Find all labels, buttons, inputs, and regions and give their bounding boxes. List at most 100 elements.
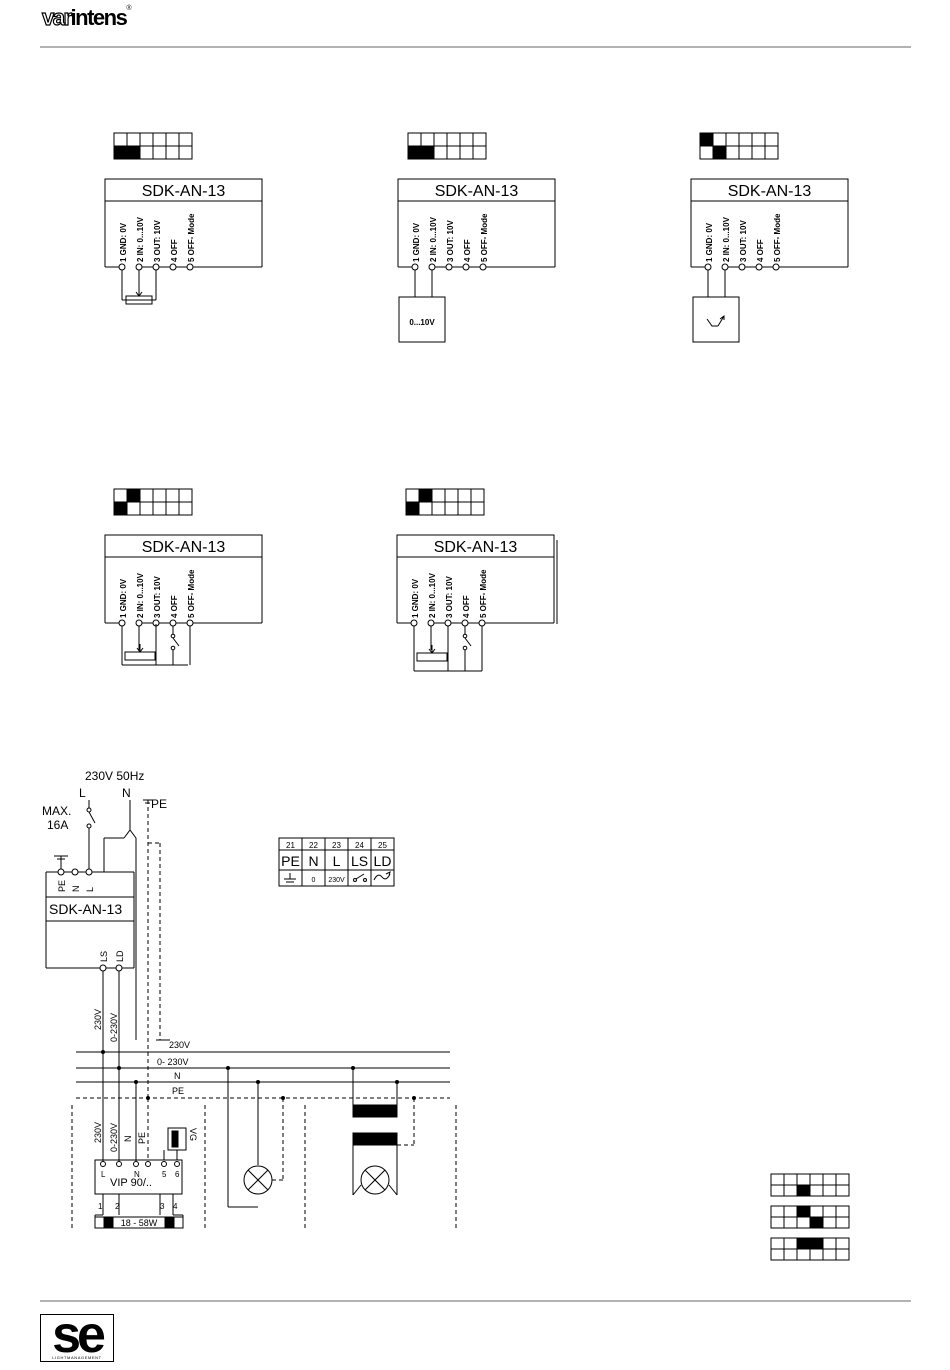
dip-switch-4 <box>113 488 193 516</box>
dip-switch-3-cell <box>764 132 779 147</box>
dimmer-icon <box>373 871 391 881</box>
terminal-label-3: 3 OUT: 10V <box>446 220 455 262</box>
dip-switch-2-cell <box>459 132 474 147</box>
brand-outline-text: var <box>41 4 72 30</box>
dip-switch-5-cell <box>405 501 420 516</box>
terminal-2 <box>427 619 435 627</box>
transformer-coil <box>352 1132 398 1146</box>
dip-switch-3-cell <box>699 145 714 160</box>
bus-label-n: N <box>174 1071 181 1081</box>
dip-switch-4-cell <box>139 488 154 503</box>
terminal-N <box>71 868 79 876</box>
terminal-label-2: 2 IN: 0...10V <box>428 572 437 618</box>
dip-switch-5-cell <box>470 501 485 516</box>
dip-legend-2-cell <box>809 1216 824 1229</box>
dip-legend-3-cell <box>770 1248 785 1261</box>
dip-switch-3-cell <box>725 145 740 160</box>
dip-switch-2-cell <box>446 145 461 160</box>
dip-legend-2-cell <box>835 1205 850 1218</box>
terminal-label-5: 5 OFF- Mode <box>479 569 488 618</box>
dip-legend-2-cell <box>796 1205 811 1218</box>
supply-pe-label: PE <box>151 797 167 811</box>
lamp-wire <box>388 1184 398 1196</box>
varintens-logo: varintens® <box>41 4 131 31</box>
fuse-rating-label: 16A <box>47 818 68 832</box>
supply-voltage-label: 230V 50Hz <box>85 769 144 783</box>
potentiometer-arrow <box>136 647 144 653</box>
switch-icon <box>353 878 357 882</box>
n-wire <box>129 829 137 839</box>
terminal-5 <box>772 263 780 271</box>
dip-switch-1-cell <box>152 132 167 147</box>
dip-legend-2-cell <box>796 1216 811 1229</box>
switch-icon <box>355 873 365 880</box>
terminal-table-value: 230V <box>328 877 345 884</box>
max-label: MAX. <box>42 804 71 818</box>
terminal-label-4: 4 OFF <box>170 239 179 262</box>
dip-switch-3-cell <box>738 132 753 147</box>
ballast-pin <box>116 1161 122 1167</box>
dip-switch-3-cell <box>712 145 727 160</box>
terminal-5 <box>186 263 194 271</box>
tube-body <box>94 1216 184 1229</box>
dip-legend-1-cell <box>783 1173 798 1186</box>
dip-legend-3-cell <box>783 1237 798 1250</box>
dip-legend-1-cell <box>770 1184 785 1197</box>
ballast-pin-label: 2 <box>115 1202 120 1211</box>
ballast-pin <box>133 1161 139 1167</box>
terminal-label-4: 4 OFF <box>170 595 179 618</box>
dip-legend-1-cell <box>809 1184 824 1197</box>
terminal-label-4: 4 OFF <box>756 239 765 262</box>
ballast-name: VIP 90/.. <box>110 1177 152 1189</box>
terminal-3 <box>738 263 746 271</box>
terminal-label-4: 4 OFF <box>462 595 471 618</box>
ballast-pin-label: 3 <box>160 1202 165 1211</box>
dip-switch-5-cell <box>444 488 459 503</box>
dip-legend-3-cell <box>796 1248 811 1261</box>
dip-switch-2-cell <box>472 132 487 147</box>
dip-switch-5-cell <box>405 488 420 503</box>
dip-legend-2-cell <box>770 1205 785 1218</box>
terminal-label: PE <box>57 880 67 892</box>
bus-label-0-230v: 0- 230V <box>157 1057 189 1067</box>
terminal-label-2: 2 IN: 0...10V <box>429 216 438 262</box>
terminal-label-5: 5 OFF- Mode <box>480 213 489 262</box>
dip-switch-5-cell <box>418 488 433 503</box>
terminal-3 <box>152 263 160 271</box>
dip-switch-2-cell <box>472 145 487 160</box>
dip-switch-5 <box>405 488 485 516</box>
ballast-pin-label: N <box>134 1170 140 1179</box>
ballast-pin-label: L <box>101 1170 106 1179</box>
dip-switch-3-cell <box>751 132 766 147</box>
terminal-1 <box>411 263 419 271</box>
terminal-label-1: 1 GND: 0V <box>411 578 420 618</box>
dip-legend-1-cell <box>822 1173 837 1186</box>
module-title-box <box>104 534 263 558</box>
brand-bold-text: intens <box>70 5 128 30</box>
ballast-pin <box>145 1161 151 1167</box>
dip-switch-4-cell <box>126 488 141 503</box>
module-title: SDK-AN-13 <box>142 539 226 556</box>
off-switch-contact <box>170 633 176 639</box>
dip-switch-5-cell <box>431 488 446 503</box>
supply-l-label: L <box>79 786 86 800</box>
terminal-LD <box>115 964 123 972</box>
dip-switch-3-cell <box>725 132 740 147</box>
ballast-pin-label: 5 <box>162 1170 167 1179</box>
dip-legend-3-cell <box>809 1237 824 1250</box>
dip-switch-2-cell <box>420 145 435 160</box>
light-sensor-icon <box>706 315 725 327</box>
off-switch-contact <box>170 645 176 651</box>
dip-switch-4-cell <box>113 501 128 516</box>
terminal-1 <box>118 619 126 627</box>
supply-n-label: N <box>122 786 131 800</box>
dip-switch-1-cell <box>178 132 193 147</box>
ballast-body <box>94 1159 183 1195</box>
breaker-contact <box>86 807 92 813</box>
terminal-label-2: 2 IN: 0...10V <box>722 216 731 262</box>
dip-switch-5-cell <box>457 488 472 503</box>
dip-switch-5-cell <box>457 501 472 516</box>
terminal-label: LS <box>99 951 109 962</box>
terminal-table-number: 21 <box>286 841 295 850</box>
dip-legend-2 <box>770 1205 850 1229</box>
